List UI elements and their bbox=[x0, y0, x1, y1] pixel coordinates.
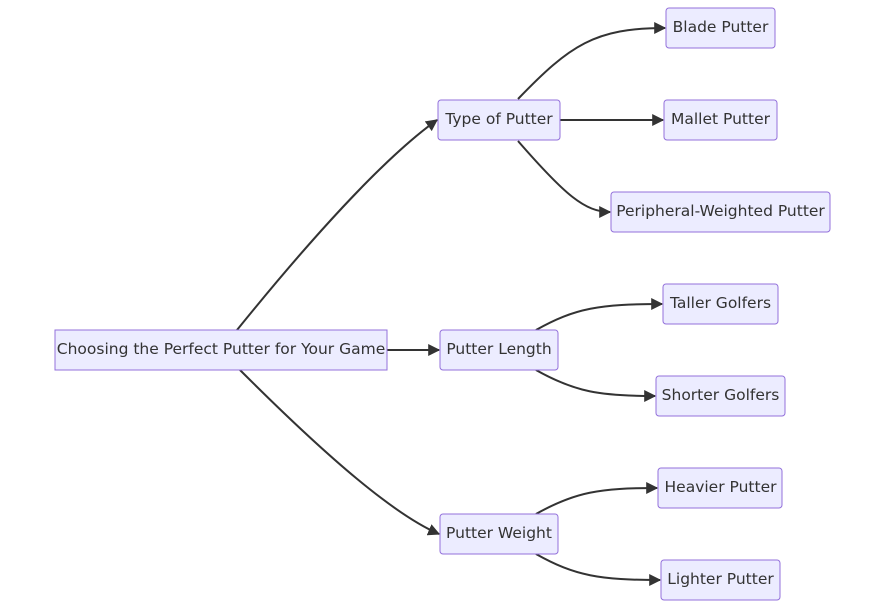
node-peripheral-weighted-putter-label: Peripheral-Weighted Putter bbox=[616, 202, 825, 220]
node-mallet-putter-label: Mallet Putter bbox=[671, 110, 771, 128]
edge-weight-to-heavier bbox=[535, 482, 659, 515]
node-type-of-putter-label: Type of Putter bbox=[444, 110, 553, 128]
node-heavier-putter: Heavier Putter bbox=[657, 467, 783, 509]
node-lighter-putter-label: Lighter Putter bbox=[667, 570, 774, 588]
edge-length-to-shorter bbox=[535, 369, 657, 402]
node-type-of-putter: Type of Putter bbox=[437, 99, 561, 141]
node-blade-putter-label: Blade Putter bbox=[673, 18, 769, 36]
node-shorter-golfers-label: Shorter Golfers bbox=[662, 386, 780, 404]
node-putter-length: Putter Length bbox=[439, 329, 559, 371]
edge-type-to-peripheral bbox=[517, 140, 612, 218]
node-taller-golfers: Taller Golfers bbox=[662, 283, 779, 325]
edge-weight-to-lighter bbox=[535, 553, 662, 586]
node-putter-weight-label: Putter Weight bbox=[446, 524, 552, 542]
node-mallet-putter: Mallet Putter bbox=[663, 99, 778, 141]
edge-type-to-blade bbox=[517, 22, 667, 100]
node-peripheral-weighted-putter: Peripheral-Weighted Putter bbox=[610, 191, 831, 233]
edge-root-to-putter-weight bbox=[239, 369, 441, 536]
node-root-label: Choosing the Perfect Putter for Your Gam… bbox=[57, 340, 385, 358]
edge-root-to-type-of-putter bbox=[236, 119, 438, 331]
edges bbox=[236, 22, 667, 586]
edge-length-to-taller bbox=[535, 298, 664, 331]
node-taller-golfers-label: Taller Golfers bbox=[669, 294, 771, 312]
node-root: Choosing the Perfect Putter for Your Gam… bbox=[54, 329, 388, 371]
node-heavier-putter-label: Heavier Putter bbox=[665, 478, 778, 496]
node-putter-length-label: Putter Length bbox=[446, 340, 551, 358]
node-blade-putter: Blade Putter bbox=[665, 7, 776, 49]
node-lighter-putter: Lighter Putter bbox=[660, 559, 781, 601]
node-shorter-golfers: Shorter Golfers bbox=[655, 375, 786, 417]
node-putter-weight: Putter Weight bbox=[439, 513, 559, 555]
